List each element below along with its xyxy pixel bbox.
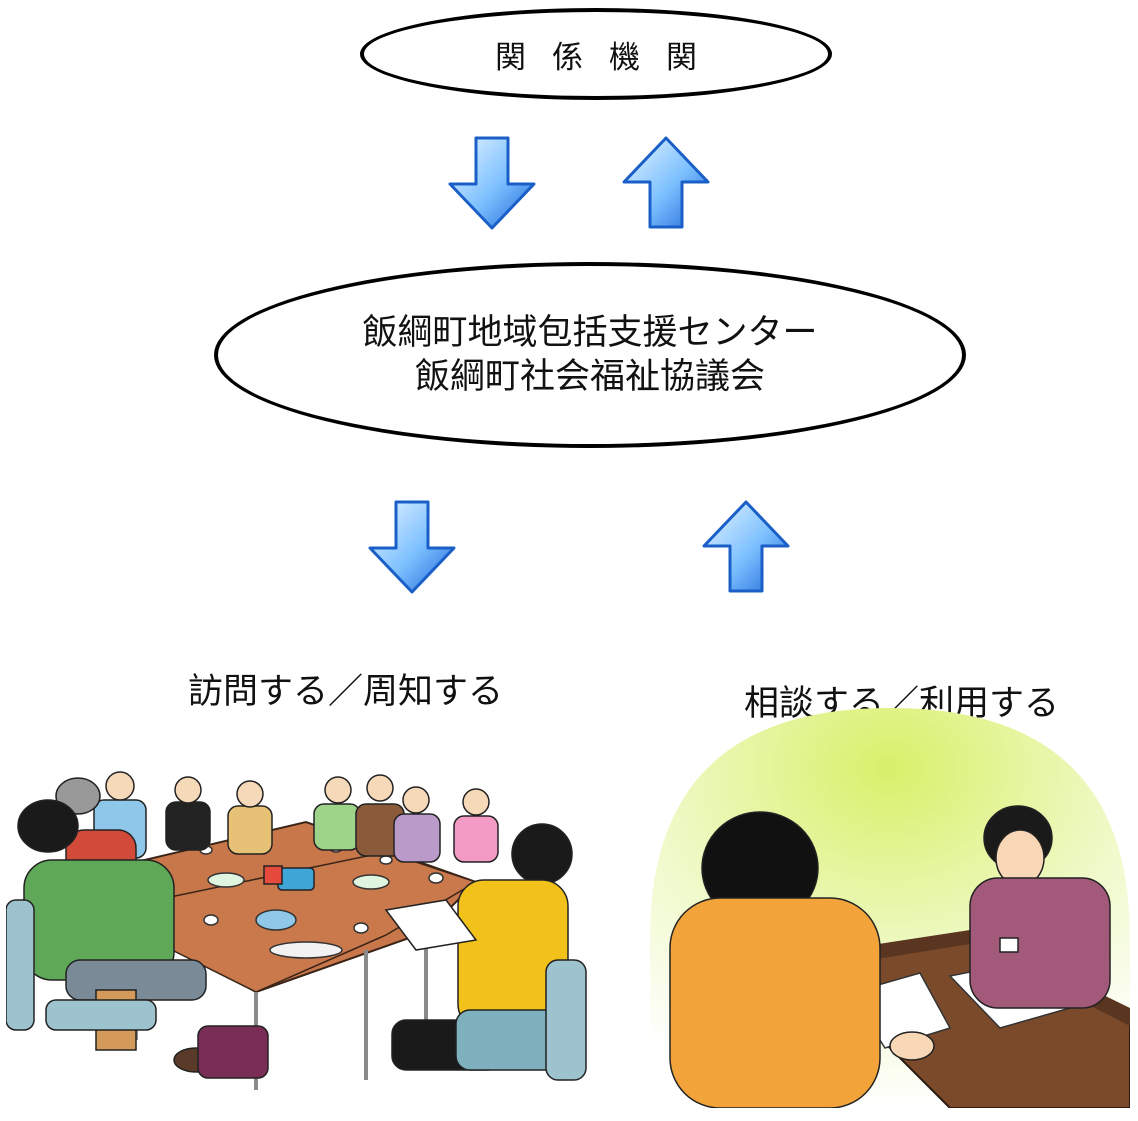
support-center-node: 飯綱町地域包括支援センター 飯綱町社会福祉協議会 bbox=[214, 262, 966, 448]
up-arrow-icon bbox=[622, 136, 710, 229]
visit-inform-caption: 訪問する／周知する bbox=[188, 672, 504, 712]
down-arrow-icon bbox=[448, 136, 536, 230]
related-agencies-node: 関係機関 bbox=[360, 8, 832, 100]
consultation-illustration bbox=[650, 708, 1130, 1108]
down-arrow-icon bbox=[368, 500, 456, 594]
group-meeting-illustration bbox=[6, 771, 587, 1090]
related-agencies-label: 関係機関 bbox=[495, 39, 723, 76]
support-center-name: 飯綱町地域包括支援センター bbox=[362, 313, 818, 353]
up-arrow-icon bbox=[702, 500, 790, 593]
social-welfare-council-name: 飯綱町社会福祉協議会 bbox=[414, 357, 765, 397]
